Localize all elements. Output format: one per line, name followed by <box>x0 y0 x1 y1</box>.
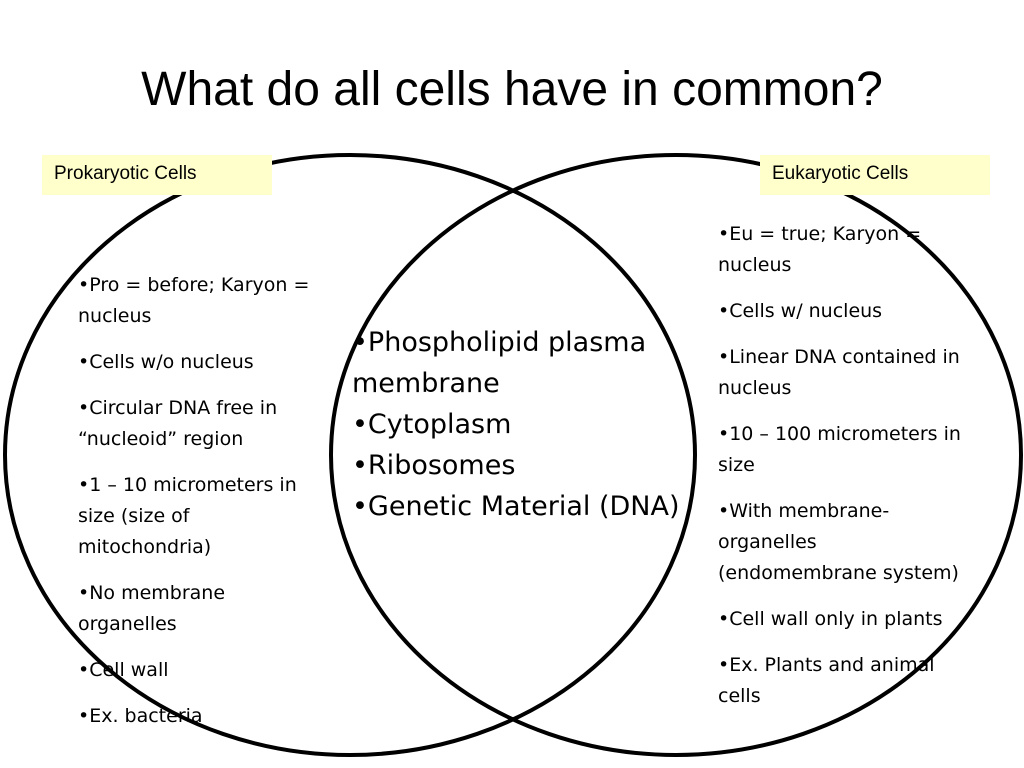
list-item: •With membrane-organelles (endomembrane … <box>718 500 959 584</box>
eukaryotic-circle <box>329 153 1023 757</box>
list-item: •1 – 10 micrometers in size (size of mit… <box>78 474 297 558</box>
eukaryotic-list: •Eu = true; Karyon = nucleus •Cells w/ n… <box>718 219 968 727</box>
prokaryotic-list: •Pro = before; Karyon = nucleus •Cells w… <box>78 270 318 747</box>
list-item: •Ribosomes <box>352 450 516 481</box>
list-item: •Ex. bacteria <box>78 705 203 727</box>
common-list: •Phospholipid plasma membrane •Cytoplasm… <box>352 322 682 527</box>
eukaryotic-label: Eukaryotic Cells <box>760 155 990 195</box>
list-item: •Cells w/ nucleus <box>718 300 883 322</box>
prokaryotic-label: Prokaryotic Cells <box>42 155 272 195</box>
list-item: •Linear DNA contained in nucleus <box>718 346 960 399</box>
list-item: •Cytoplasm <box>352 409 512 440</box>
list-item: •Cell wall only in plants <box>718 608 943 630</box>
list-item: •Ex. Plants and animal cells <box>718 654 935 707</box>
list-item: •Circular DNA free in “nucleoid” region <box>78 397 278 450</box>
list-item: •Cells w/o nucleus <box>78 351 254 373</box>
list-item: •Eu = true; Karyon = nucleus <box>718 223 922 276</box>
list-item: •Cell wall <box>78 659 169 681</box>
list-item: •10 – 100 micrometers in size <box>718 423 961 476</box>
list-item: •Genetic Material (DNA) <box>352 491 680 522</box>
list-item: •No membrane organelles <box>78 582 226 635</box>
list-item: •Pro = before; Karyon = nucleus <box>78 274 310 327</box>
prokaryotic-circle <box>3 153 697 757</box>
page-title: What do all cells have in common? <box>141 63 883 116</box>
list-item: •Phospholipid plasma membrane <box>352 327 647 399</box>
